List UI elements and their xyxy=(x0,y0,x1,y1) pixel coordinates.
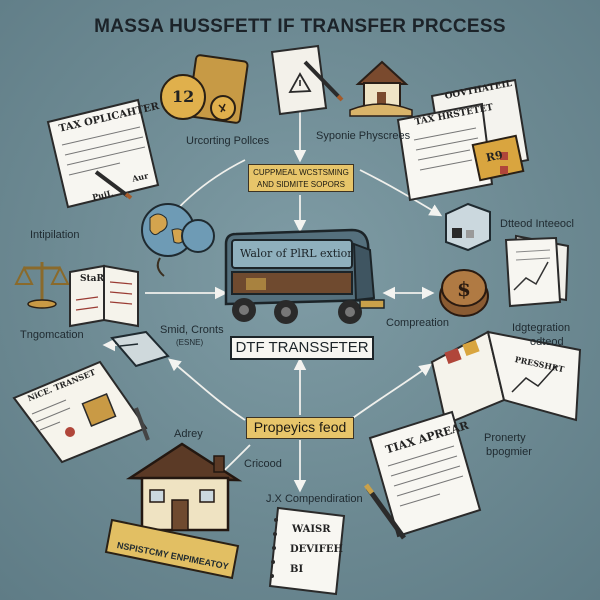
bottom-banner-label: Propeyics feod xyxy=(253,419,347,435)
label-dtfeod-interect: Dtteod Inteeocl xyxy=(500,218,574,230)
tax-appeal-document xyxy=(364,410,482,540)
label-intipilation: Intipilation xyxy=(30,229,80,241)
label-tngomcation: Tngomcation xyxy=(20,329,84,341)
chart-documents xyxy=(504,234,570,308)
top-banner: CUPPMEAL WCSTSMING AND SIDMITE SOPORS xyxy=(248,164,354,192)
dollar-coin-icon: $ xyxy=(439,269,489,317)
property-house-icon xyxy=(125,442,243,532)
label-cricood: Cricood xyxy=(244,458,282,470)
bottom-banner: Propeyics feod xyxy=(246,417,354,439)
top-banner-line1: CUPPMEAL WCSTSMING xyxy=(253,168,349,177)
clock-number: 12 xyxy=(172,87,195,106)
svg-text:$: $ xyxy=(457,277,471,301)
warning-document-icon xyxy=(270,44,344,116)
house-icon xyxy=(349,60,413,117)
bus-sign: Walor of PlRL extior xyxy=(240,247,353,260)
top-banner-line2: AND SIDMITE SOPORS xyxy=(256,180,345,189)
justice-scale-icon xyxy=(14,262,70,309)
label-idgrementation: Idgtegration xyxy=(512,322,571,334)
label-smid-cronts: Smid, Cronts xyxy=(160,324,224,336)
notebook-line-1: WAISR xyxy=(292,524,331,535)
covenant-documents xyxy=(396,78,530,202)
label-symptom-physcrees: Syponie Physcrees xyxy=(316,130,411,142)
label-bpogmier: bpogmier xyxy=(486,446,532,458)
notebook-line-2: DEVIFEH xyxy=(290,544,343,555)
label-compreation: Compreation xyxy=(386,317,449,329)
notebook-icon xyxy=(268,506,346,596)
diagram-title: MASSA HUSSFETT IF TRANSFER PRCCESS xyxy=(94,16,506,37)
notebook-line-3: BI xyxy=(290,564,304,575)
label-idgrementation-2: odteod xyxy=(530,336,564,348)
clock-icon xyxy=(160,54,249,124)
center-banner: DTF TRANSSFTER xyxy=(230,336,374,360)
report-book xyxy=(430,330,582,426)
label-adrey: Adrey xyxy=(174,428,203,440)
tax-application-document xyxy=(46,98,160,209)
label-reporting-policies: Urcorting Pollces xyxy=(186,135,270,147)
center-banner-label: DTF TRANSSFTER xyxy=(235,339,369,356)
label-pronerty: Pronerty xyxy=(484,432,526,444)
package-icon xyxy=(445,202,491,252)
ribbon-banner xyxy=(104,518,240,580)
money-bundle-icon xyxy=(110,330,170,368)
doc-stop-book: StaR xyxy=(80,274,104,284)
open-book-icon xyxy=(69,264,139,328)
label-smid-sub: (ESNE) xyxy=(176,338,204,347)
transfer-bus-illustration xyxy=(224,228,385,324)
globe-icon xyxy=(141,203,215,277)
label-compendiration: J.X Compendiration xyxy=(266,493,363,505)
notice-newspaper xyxy=(12,360,150,464)
